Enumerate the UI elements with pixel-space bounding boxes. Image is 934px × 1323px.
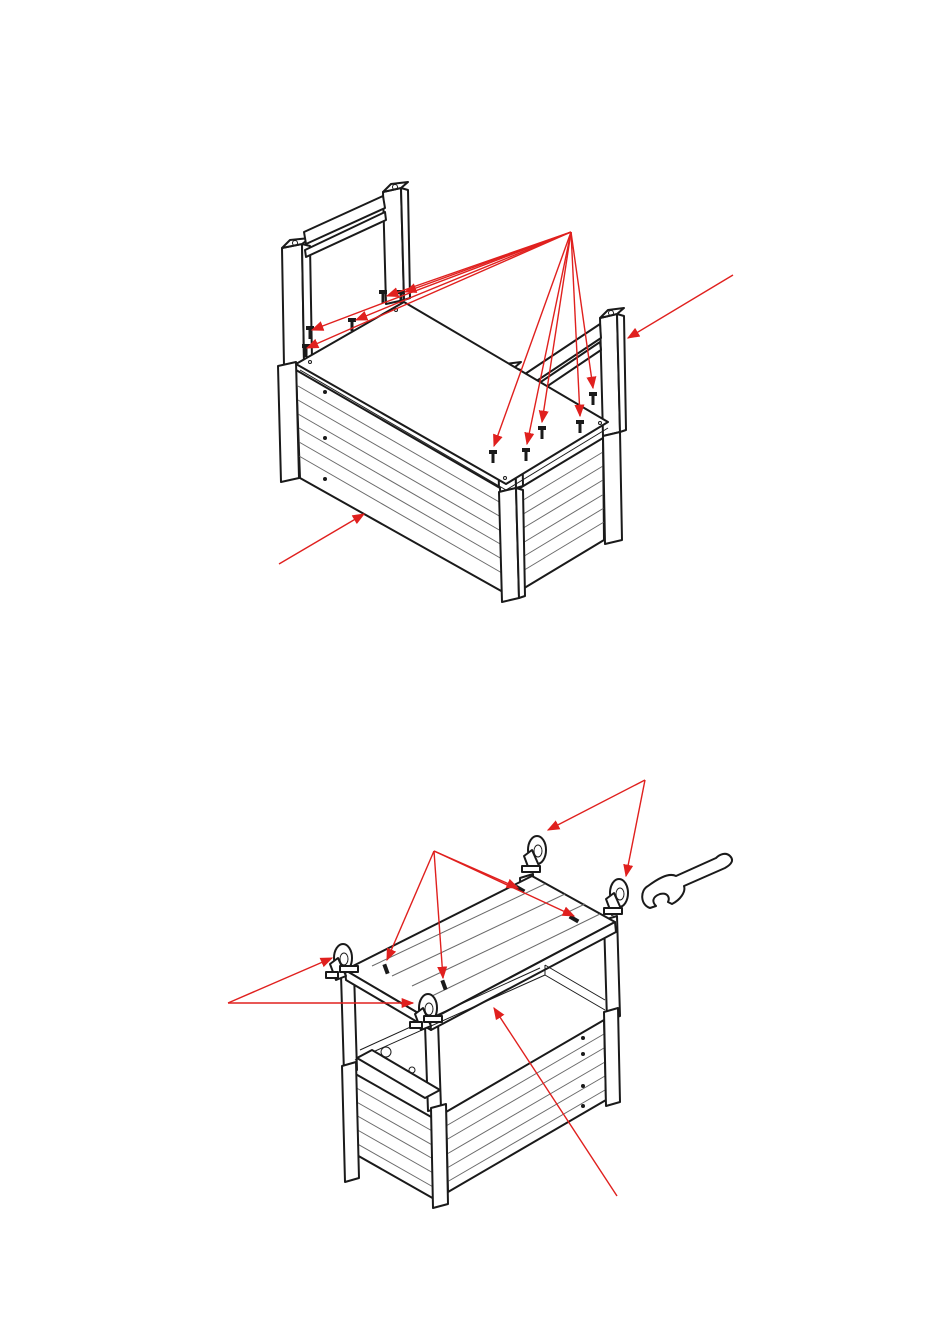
step-2-illustration	[228, 780, 732, 1208]
caster-wheel	[522, 836, 546, 872]
caster-wheel	[604, 879, 628, 915]
wrench	[642, 854, 732, 908]
screw	[589, 392, 597, 405]
box-assembly-step-2	[342, 1008, 620, 1208]
step-1-illustration	[278, 182, 733, 602]
